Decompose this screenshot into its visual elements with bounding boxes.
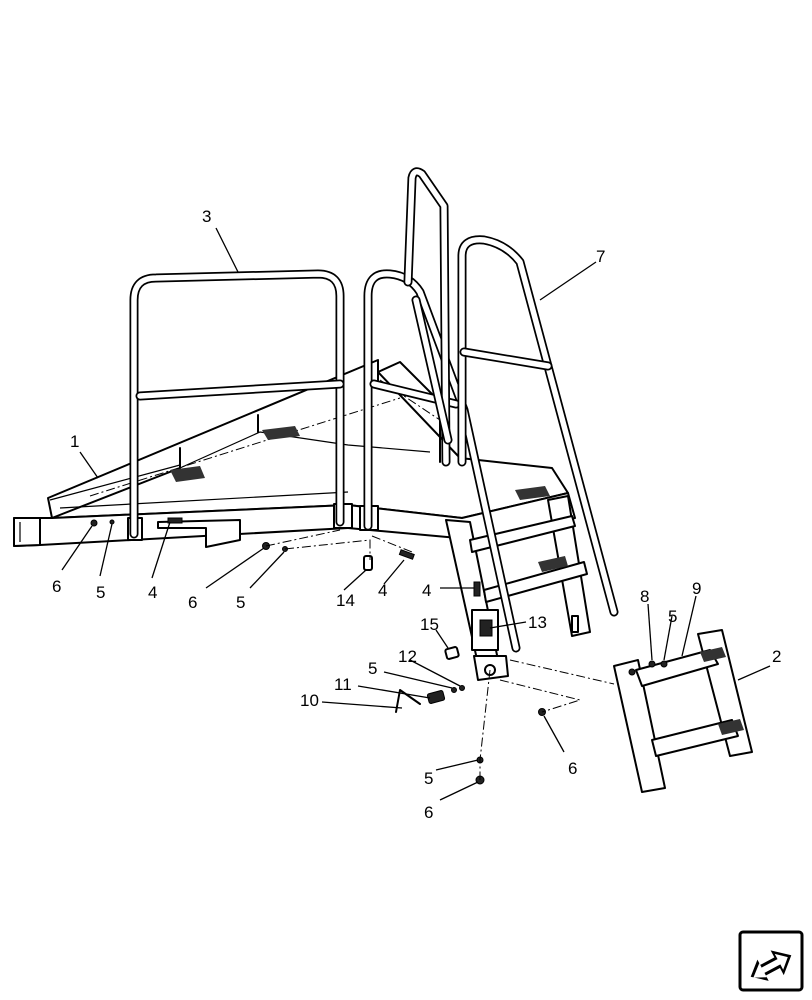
callout-2: 2 <box>772 647 781 666</box>
return-arrow-icon[interactable] <box>738 930 804 992</box>
callout-4-bracket: 4 <box>148 583 157 602</box>
leader-lines <box>61 227 771 801</box>
callout-6-beam: 6 <box>52 577 61 596</box>
callout-5-mid: 5 <box>236 593 245 612</box>
step-module <box>613 629 753 793</box>
callout-5-bottom: 5 <box>424 769 433 788</box>
callout-5-pivot: 5 <box>368 659 377 678</box>
callout-5-beam: 5 <box>96 583 105 602</box>
assembly-centerlines <box>265 529 615 780</box>
callout-12: 12 <box>398 647 417 666</box>
callout-9: 9 <box>692 579 701 598</box>
callout-4-mid: 4 <box>378 581 387 600</box>
callout-3: 3 <box>202 207 211 226</box>
hardware <box>167 517 546 785</box>
callout-7: 7 <box>596 247 605 266</box>
callout-11: 11 <box>334 675 352 694</box>
stair-assembly <box>445 495 591 681</box>
callout-8: 8 <box>640 587 649 606</box>
callout-15: 15 <box>420 615 439 634</box>
callout-10: 10 <box>300 691 319 710</box>
handrail-left <box>129 269 345 539</box>
callout-4-stair: 4 <box>422 581 431 600</box>
callout-6-bottom: 6 <box>424 803 433 822</box>
callout-6-mid: 6 <box>188 593 197 612</box>
callout-6-right: 6 <box>568 759 577 778</box>
callout-labels: 1 2 3 4 4 4 5 5 5 5 5 6 6 6 6 7 8 9 10 1… <box>52 207 781 822</box>
handrail-right <box>457 235 619 617</box>
callout-1: 1 <box>70 432 79 451</box>
callout-5-module: 5 <box>668 607 677 626</box>
callout-13: 13 <box>528 613 547 632</box>
callout-14: 14 <box>336 591 355 610</box>
handrail-inner <box>363 167 521 653</box>
